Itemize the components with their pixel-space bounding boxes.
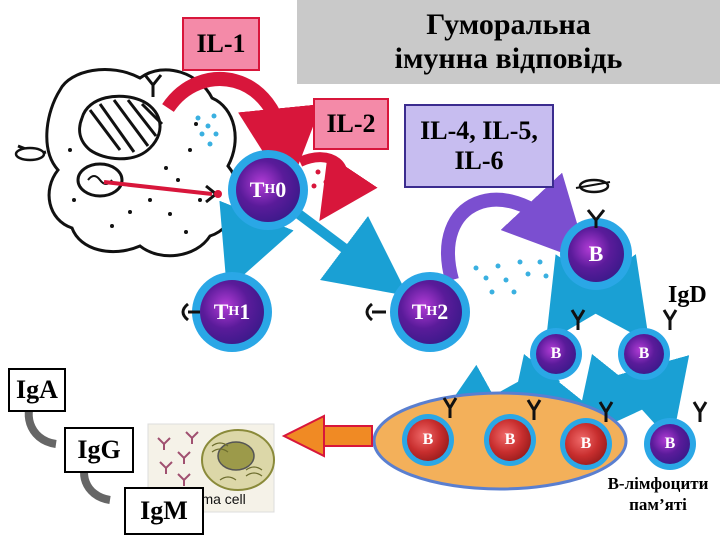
memory-b-label: B	[664, 435, 676, 452]
th2-t: T	[411, 299, 427, 324]
cell-th2	[390, 272, 470, 352]
th2-sub: H	[426, 304, 438, 319]
b-main-label: B	[588, 241, 604, 266]
cytokine-dots	[195, 113, 549, 295]
title-banner: Гуморальна імунна відповідь	[297, 0, 720, 84]
memory-caption-line-1: B-лімфоцити	[607, 474, 709, 493]
plasma-secretion-arrow	[281, 414, 373, 458]
il2-arrow	[297, 152, 378, 221]
macrophage	[45, 68, 240, 258]
plasma-b-1	[402, 414, 454, 466]
th2-suffix: 2	[437, 299, 449, 324]
cell-b-left	[530, 328, 582, 380]
memory-b-caption: B-лімфоцити пам’яті	[588, 473, 720, 515]
b-right-label: B	[638, 345, 650, 362]
antigen-on-b	[575, 178, 611, 194]
th0-t: T	[249, 177, 265, 202]
iga-box: IgA	[8, 368, 66, 412]
title-line-2: імунна відповідь	[394, 42, 623, 75]
title-line-1: Гуморальна	[426, 8, 591, 41]
th1-suffix: 1	[239, 299, 251, 324]
cell-th1	[192, 272, 272, 352]
memory-caption-line-2: пам’яті	[629, 495, 687, 514]
plasma-b1-label: B	[422, 431, 434, 448]
b-left-label: B	[550, 345, 562, 362]
igg-box: IgG	[64, 427, 134, 473]
plasma-b-3	[560, 418, 612, 470]
plasma-b2-label: B	[504, 431, 516, 448]
th1-t: T	[213, 299, 229, 324]
il456-label: IL-4, IL-5, IL-6	[404, 104, 554, 188]
receptor-icon	[143, 74, 163, 97]
il1-label: IL-1	[182, 17, 260, 71]
plasma-b3-label: B	[580, 435, 592, 452]
cell-b-main	[560, 218, 632, 290]
cell-th0	[228, 150, 308, 230]
il1-arrow	[162, 72, 322, 192]
memory-b	[644, 418, 696, 470]
il2-dots	[311, 169, 329, 189]
plasma-b-2	[484, 414, 536, 466]
receptor-icons	[181, 209, 708, 422]
il456-line-2: IL-6	[454, 146, 504, 175]
il2-label: IL-2	[313, 98, 389, 150]
il456-line-1: IL-4, IL-5,	[420, 116, 538, 145]
th0-suffix: 0	[275, 177, 287, 202]
th0-sub: H	[264, 182, 276, 197]
igm-box: IgM	[124, 487, 204, 535]
antigen-icon	[14, 144, 47, 162]
il456-arrow	[441, 172, 589, 282]
cell-b-right	[618, 328, 670, 380]
th1-sub: H	[228, 304, 240, 319]
igd-label: IgD	[668, 282, 707, 308]
